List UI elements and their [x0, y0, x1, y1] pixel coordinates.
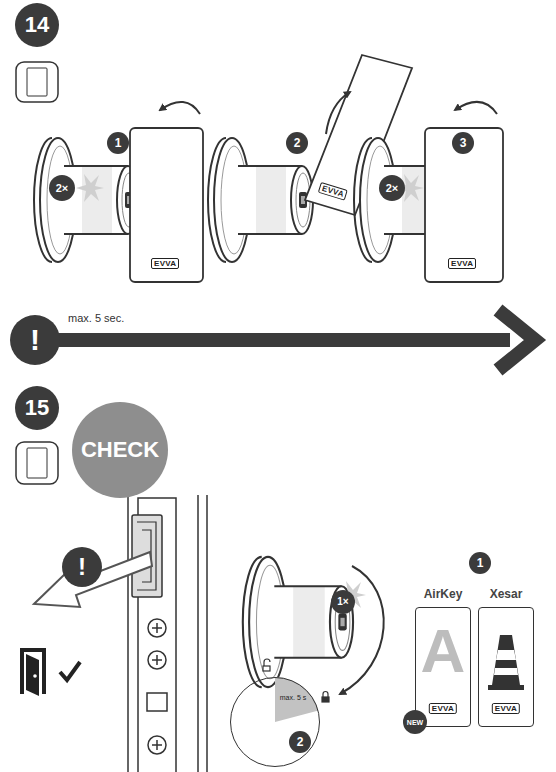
- brand-logo: EVVA: [318, 182, 348, 201]
- brand-logo: EVVA: [429, 703, 457, 714]
- badge-text: 2: [294, 137, 301, 149]
- drawing-path: [160, 102, 200, 114]
- drawing-path: [323, 692, 328, 698]
- count-badge: 2×: [379, 175, 405, 201]
- badge-text: 15: [25, 397, 49, 419]
- brand-logo: EVVA: [151, 258, 179, 269]
- drawing-polygon: [26, 654, 39, 696]
- drawing-polygon: [492, 635, 520, 685]
- drawing-polygon: [494, 668, 518, 675]
- drawing-polygon: [76, 174, 104, 202]
- badge-text: CHECK: [81, 439, 159, 461]
- drawing-path: [152, 655, 162, 665]
- drawing-polyline: [60, 662, 80, 680]
- drawing-rect: [27, 68, 47, 96]
- count-badge: 1×: [331, 590, 355, 614]
- drawing-rect: [322, 697, 329, 702]
- access-card: AirKeyAEVVA: [415, 607, 471, 727]
- badge-text: !: [78, 555, 86, 579]
- drawing-use: [243, 557, 353, 687]
- drawing-use: [208, 138, 313, 262]
- badge-text: !: [30, 325, 40, 355]
- dial-magnifier: max. 5 s: [230, 677, 320, 767]
- badge-text: 14: [25, 14, 49, 36]
- callout-number: 2: [286, 132, 308, 154]
- drawing-rect: [488, 685, 524, 690]
- brand-logo: EVVA: [448, 258, 476, 269]
- time-limit: max. 5 s: [279, 694, 307, 702]
- count-badge: 2×: [49, 175, 75, 201]
- callout-number: 3: [452, 132, 474, 154]
- drawing-path: [455, 102, 497, 114]
- warning-badge: !: [10, 315, 60, 365]
- badge-text: 2: [297, 736, 304, 748]
- drawing-rect: [263, 666, 270, 671]
- check-badge: CHECK: [72, 402, 168, 498]
- badge-text: 1: [115, 137, 122, 149]
- drawing-g: [263, 659, 329, 702]
- drawing-path: [152, 623, 162, 633]
- drawing-rect: [16, 442, 58, 484]
- drawing-circle: [148, 651, 166, 669]
- drawing-line: [206, 495, 208, 772]
- drawing-rect: [130, 128, 203, 282]
- drawing-rect: [147, 693, 167, 711]
- drawing-path: [275, 677, 319, 722]
- drawing-rect: [425, 128, 503, 282]
- access-card: XesarEVVA: [478, 607, 534, 727]
- drawing-path: [340, 566, 384, 694]
- drawing-polygon: [305, 55, 412, 215]
- drawing-rect: [16, 62, 58, 102]
- drawing-path: [264, 659, 270, 666]
- drawing-line: [127, 495, 129, 772]
- drawing-rect: [27, 448, 47, 478]
- callout-number: 1: [107, 132, 129, 154]
- badge-text: 2×: [386, 183, 399, 194]
- new-badge: NEW: [403, 710, 427, 734]
- drawing-path: [326, 92, 350, 134]
- warning-badge: !: [62, 547, 102, 587]
- card-title: Xesar: [490, 587, 523, 601]
- badge-text: 2×: [56, 183, 69, 194]
- step-number: 15: [15, 386, 59, 430]
- badge-text: 1: [477, 557, 484, 569]
- drawing-rect: [55, 333, 510, 347]
- callout-number: 1: [469, 552, 491, 574]
- badge-text: NEW: [407, 719, 423, 726]
- drawing-circle: [148, 619, 166, 637]
- drawing-use: [34, 138, 139, 262]
- badge-text: 1×: [337, 597, 348, 607]
- drawing-circle: [148, 736, 166, 754]
- drawing-line: [197, 495, 199, 772]
- step-number: 14: [15, 3, 59, 47]
- drawing-polyline: [498, 310, 535, 370]
- time-note: max. 5 sec.: [68, 312, 124, 324]
- drawing-polygon: [496, 650, 516, 660]
- drawing-path: [152, 740, 162, 750]
- brand-logo: EVVA: [492, 703, 520, 714]
- callout-number: 2: [289, 731, 311, 753]
- card-letter: A: [421, 620, 466, 682]
- badge-text: 3: [460, 137, 467, 149]
- card-title: AirKey: [424, 587, 463, 601]
- drawing-circle: [33, 674, 37, 678]
